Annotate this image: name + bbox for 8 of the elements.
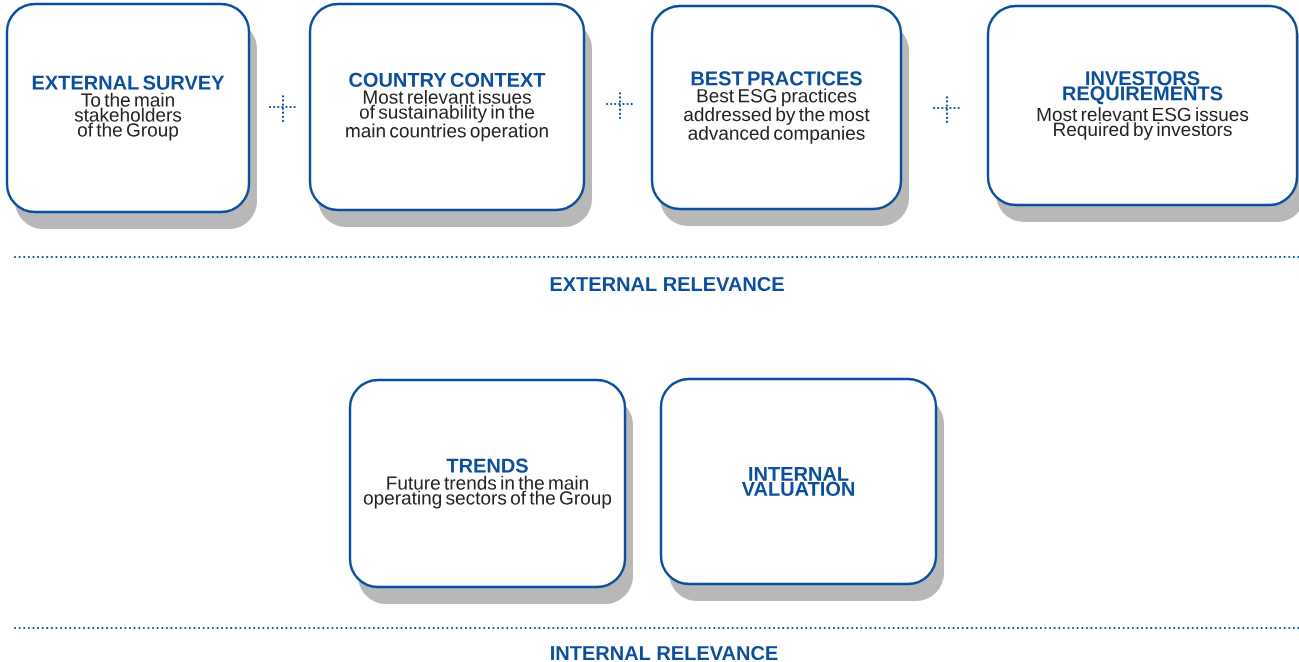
info-box: INVESTORS REQUIREMENTS Most relevant ESG issues Required by investors <box>986 4 1299 222</box>
section-label: INTERNAL RELEVANCE <box>551 645 778 661</box>
info-box: BEST PRACTICES Best ESG practices addressed by the most advanced companies <box>650 4 909 226</box>
section-label: EXTERNAL RELEVANCE <box>550 276 784 292</box>
info-box: TRENDS Future trends in the main operating sectors of the Group <box>348 378 633 604</box>
info-box: COUNTRY CONTEXT Most relevant issues of sustainability in the main countries operation <box>308 2 592 227</box>
info-box: EXTERNAL SURVEY To the main stakeholders of the Group <box>5 2 257 229</box>
info-box: INTERNAL VALUATION <box>659 377 944 601</box>
